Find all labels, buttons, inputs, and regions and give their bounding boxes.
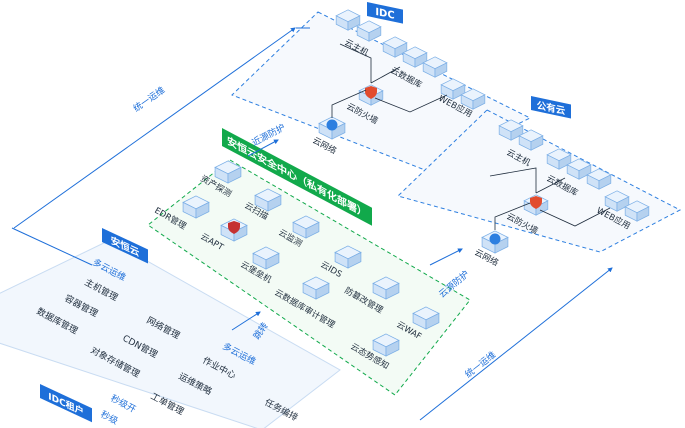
globe-icon [326,119,338,131]
idc-tenant-title-tab: IDC租户 [40,384,92,423]
label-unified-ops-left: 统一运维 [131,84,167,114]
arrow-nearby-protect [247,139,279,157]
security-center-zone: 安恒云安全中心（私有化部署） 资产探测 云扫描 EDR管理 云APT 云监测 云… [147,127,471,396]
arrow-jump [231,311,261,331]
tenant-text-2: 秒级 [99,408,121,427]
idc-tenant-zone: IDC租户 秒级开 秒级 [40,384,138,427]
idc-title: IDC [375,7,394,22]
arrow-cloud-protect [429,248,463,266]
idc-title-tab: IDC [367,2,403,24]
anheng-cloud-zone: 安恒云 多云运维 主机管理 容器管理 数据库管理 网络管理 CDN管理 对象存储… [0,228,341,428]
arrow-ops-to-public [419,267,613,421]
anheng-cloud-panel [0,239,341,428]
label-unified-ops-right: 统一运维 [462,349,498,381]
arrow-ops-left-base [11,227,93,266]
public-cloud-title-tab: 公有云 [531,96,571,119]
tenant-text-1: 秒级开 [109,392,138,415]
flow-arrows [11,27,613,421]
idc-connectors [331,43,448,118]
public-cloud-zone: 公有云 云主机 云数据库 WEB应用 云防火墙 云网络 [397,96,682,269]
public-connectors [489,167,611,230]
globe-icon [489,233,501,245]
idc-zone: IDC 云主机 云数据库 WEB应用 云防火墙 云网络 [231,2,532,171]
arrow-ops-to-idc [13,27,296,229]
public-cloud-border [397,109,682,253]
shield-icon [365,86,377,99]
shield-icon [228,221,240,234]
shield-icon [530,196,542,209]
